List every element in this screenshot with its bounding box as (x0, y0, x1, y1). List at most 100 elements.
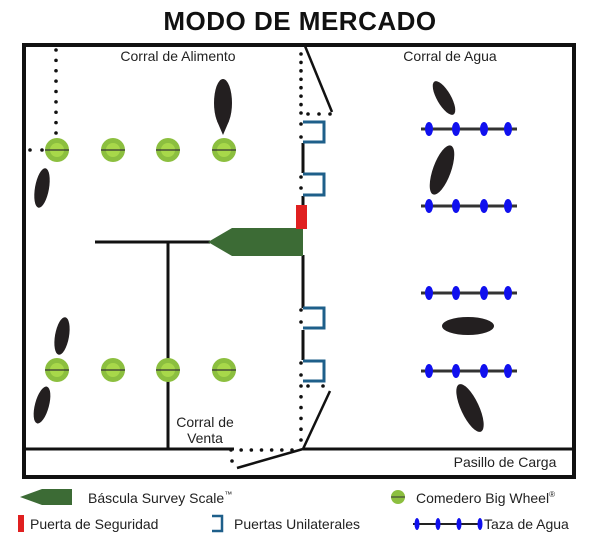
fence-dot (229, 448, 233, 452)
water-cup-icon (504, 286, 512, 300)
one-way-gate (303, 359, 326, 383)
fence-dot (306, 112, 310, 116)
legend-water-cup-icon (413, 518, 483, 530)
fence-dot (299, 361, 303, 365)
pig-icon (54, 317, 70, 355)
water-cup-icon (425, 122, 433, 136)
feeder-icon (212, 358, 236, 382)
fence-dot (259, 448, 264, 452)
fence-dot (299, 373, 303, 377)
fence-dot (299, 60, 303, 65)
fence-dot (306, 384, 310, 388)
fence-dot (299, 416, 303, 421)
water-cup-icon (425, 364, 433, 378)
pig-icon (33, 386, 51, 424)
water-cup-icon (480, 286, 488, 300)
feeder-icon (45, 138, 69, 162)
fence-dot (299, 427, 303, 432)
legend-scale-icon (20, 489, 72, 505)
feeder-icon (101, 138, 125, 162)
legend-water-cup-label: Taza de Agua (484, 516, 569, 532)
pigs (33, 79, 494, 432)
fence-dot (321, 384, 325, 388)
fence-dot (40, 148, 44, 152)
fence-dot (299, 77, 303, 82)
feeder-icon (156, 138, 180, 162)
fence-dot (317, 112, 321, 116)
fence-dot (54, 89, 58, 94)
fence-dot (299, 85, 303, 90)
fence-dot (230, 459, 234, 463)
water-cup-icon (425, 199, 433, 213)
fence-dot (299, 186, 303, 190)
fence-dot (54, 68, 58, 73)
feeder-icon (212, 138, 236, 162)
water-cup-icon (425, 286, 433, 300)
water-lines (421, 122, 517, 378)
feeder-icon (101, 358, 125, 382)
fence-dot (54, 48, 58, 52)
fence-dot (28, 148, 32, 152)
water-cup-icon (504, 199, 512, 213)
sort-pen-label-line1: Corral de (176, 414, 234, 430)
water-cup-icon (452, 122, 460, 136)
fence-dot (54, 79, 58, 83)
safety-gate (296, 205, 307, 229)
water-line (421, 364, 517, 378)
fence-dot (299, 135, 303, 139)
load-alley-label: Pasillo de Carga (454, 454, 557, 470)
fence-dot (249, 448, 254, 452)
one-way-gates (303, 120, 326, 383)
fence-dot (299, 308, 303, 312)
fence-dot (299, 102, 303, 107)
barn-outer-wall (22, 43, 576, 479)
fence-dot (299, 94, 303, 98)
one-way-gate (303, 306, 326, 330)
legend-one-way-gates-label: Puertas Unilaterales (234, 516, 360, 532)
pig-icon (214, 79, 232, 135)
water-cup-icon (452, 364, 460, 378)
swing-gate-top (303, 45, 334, 113)
water-line (421, 199, 517, 213)
fence-dot (299, 52, 303, 56)
legend-one-way-gate-icon (212, 514, 224, 533)
feeders (45, 138, 236, 382)
pig-icon (456, 384, 484, 432)
water-cup-icon (480, 199, 488, 213)
fence-dot (299, 122, 303, 126)
legend-safety-gate-label: Puerta de Seguridad (30, 516, 158, 532)
fence-dot (299, 175, 303, 179)
dotted-fence-lines (28, 48, 332, 463)
fence-dot (239, 448, 243, 452)
fence-dot (54, 58, 58, 63)
water-cup-icon (480, 122, 488, 136)
fence-dot (280, 448, 284, 452)
swing-gate-bottom (301, 390, 332, 450)
fence-dot (299, 384, 303, 388)
water-cup-icon (504, 122, 512, 136)
fence-dot (299, 438, 303, 442)
fence-dot (54, 120, 58, 125)
legend-scale-label: Báscula Survey Scale™ (88, 490, 232, 506)
diagram-title: MODO DE MERCADO (163, 6, 437, 36)
fence-dot (299, 405, 303, 410)
one-way-gate (303, 172, 326, 197)
legend-safety-gate-icon (18, 515, 24, 532)
feed-pen-label: Corral de Alimento (120, 48, 235, 64)
fence-dot (299, 320, 303, 324)
fence-dot (54, 110, 58, 115)
swing-gate-alley (236, 447, 304, 470)
water-pen-label: Corral de Agua (403, 48, 497, 64)
pig-icon (34, 168, 50, 208)
fence-dot (54, 100, 58, 104)
feeder-icon (156, 358, 180, 382)
fence-dot (299, 395, 303, 399)
water-line (421, 122, 517, 136)
water-cup-icon (504, 364, 512, 378)
survey-scale (208, 228, 303, 256)
fence-dot (299, 111, 303, 115)
fence-dot (328, 112, 332, 116)
fence-dot (54, 131, 58, 135)
pig-icon (432, 81, 456, 115)
